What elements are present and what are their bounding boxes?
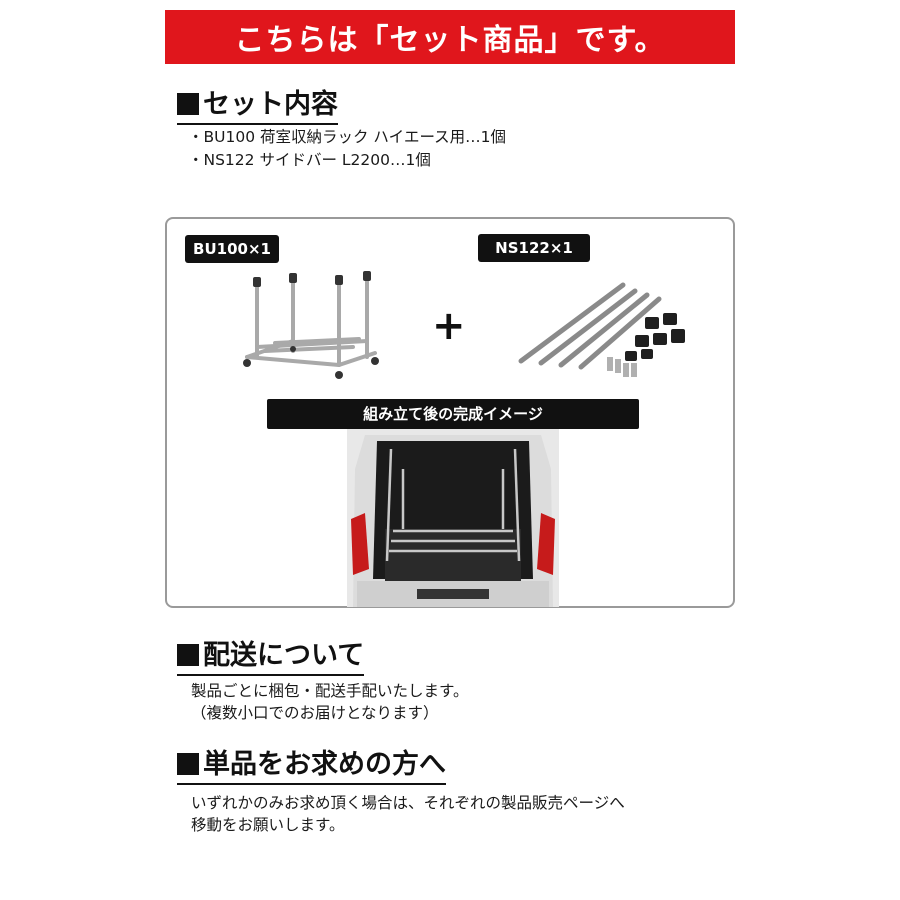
set-contents-heading-text: セット内容: [203, 89, 338, 120]
single-purchase-text: いずれかのみお求め頂く場合は、それぞれの製品販売ページへ 移動をお願いします。: [191, 792, 625, 836]
ns122-sidebar-image: [518, 282, 685, 377]
set-contents-list: ・BU100 荷室収納ラック ハイエース用…1個 ・NS122 サイドバー L2…: [188, 126, 506, 172]
plus-sign: +: [432, 303, 466, 349]
van-assembled-image: [347, 429, 559, 607]
set-contents-heading: セット内容: [177, 82, 338, 125]
product-image-panel: BU100×1 NS122×1 +: [165, 217, 735, 608]
shipping-text: 製品ごとに梱包・配送手配いたします。 （複数小口でのお届けとなります）: [191, 680, 468, 724]
heading-square-icon: [177, 644, 199, 666]
list-item: ・BU100 荷室収納ラック ハイエース用…1個: [188, 128, 507, 146]
ns122-tag: NS122×1: [478, 234, 590, 262]
heading-square-icon: [177, 753, 199, 775]
shipping-heading-text: 配送について: [203, 640, 365, 671]
shipping-heading: 配送について: [177, 633, 365, 676]
set-product-banner: こちらは「セット商品」です。: [165, 10, 735, 64]
single-purchase-heading-text: 単品をお求めの方へ: [203, 749, 446, 780]
single-purchase-line: 移動をお願いします。: [191, 816, 345, 834]
shipping-line: 製品ごとに梱包・配送手配いたします。: [191, 682, 469, 700]
bu100-rack-image: [243, 271, 379, 379]
heading-square-icon: [177, 93, 199, 115]
shipping-line: （複数小口でのお届けとなります）: [191, 704, 439, 722]
list-item: ・NS122 サイドバー L2200…1個: [188, 151, 431, 169]
single-purchase-line: いずれかのみお求め頂く場合は、それぞれの製品販売ページへ: [191, 794, 625, 812]
bu100-tag: BU100×1: [185, 235, 279, 263]
assembly-image-label: 組み立て後の完成イメージ: [267, 399, 639, 429]
banner-text: こちらは「セット商品」です。: [234, 23, 666, 58]
single-purchase-heading: 単品をお求めの方へ: [177, 742, 446, 785]
